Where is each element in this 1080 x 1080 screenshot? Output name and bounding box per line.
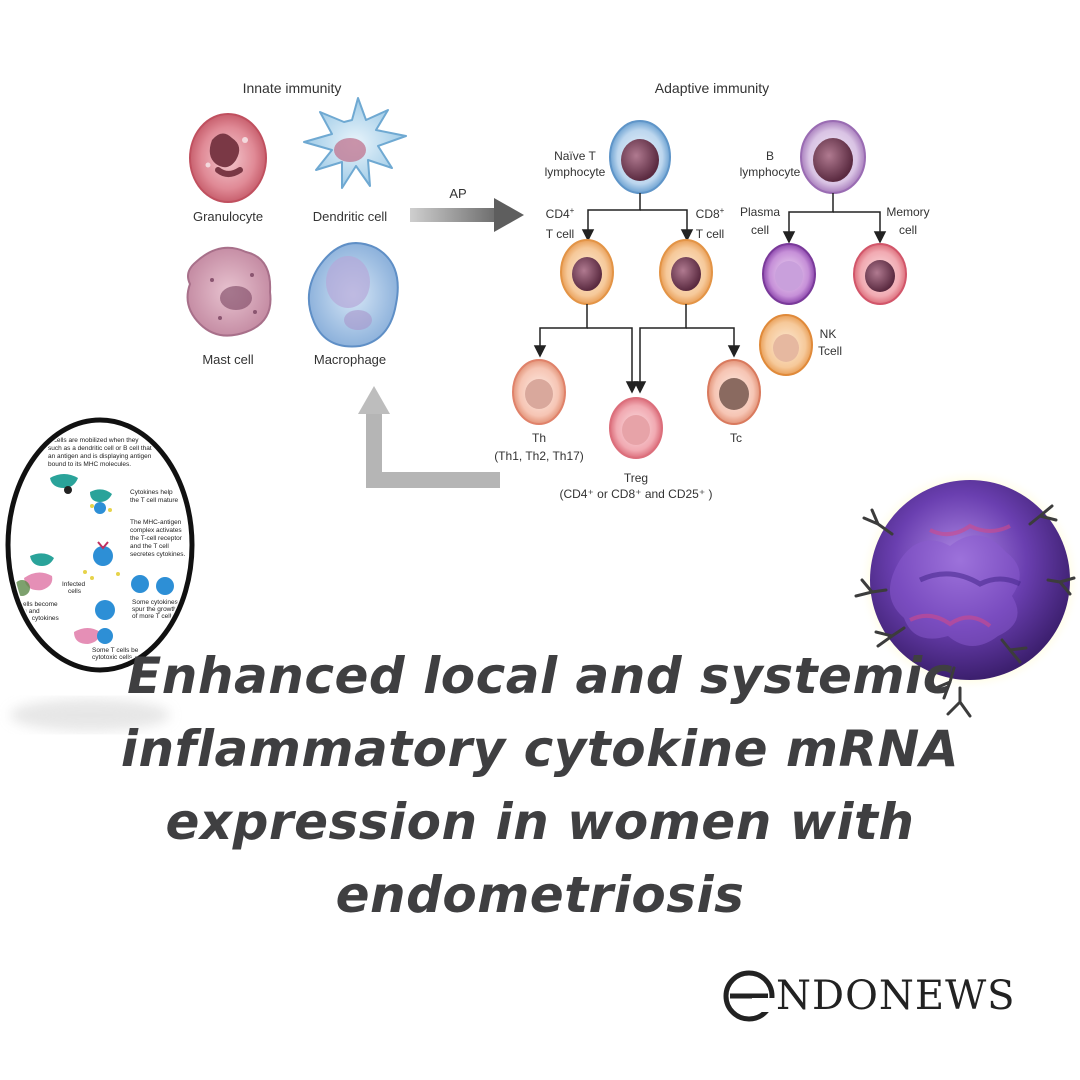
th-label-1: Th (532, 431, 546, 445)
svg-text:Cytokines help: Cytokines help (130, 489, 173, 496)
macrophage-cell (307, 242, 399, 348)
th-cell (512, 359, 566, 425)
svg-text:an antigen and is displaying a: an antigen and is displaying antigen (48, 453, 152, 460)
endonews-logo-mark-icon (723, 970, 776, 1022)
svg-text:T cells are mobilized when the: T cells are mobilized when they (48, 437, 139, 444)
antigen-presentation-arrow (410, 198, 524, 232)
svg-text:cytotoxic cells: cytotoxic cells (92, 654, 133, 661)
svg-text:The MHC-antigen: The MHC-antigen (130, 519, 182, 526)
b-lymphocyte-cell (800, 120, 866, 194)
cd4-label-1: CD4+ (546, 206, 575, 221)
svg-text:and other: and other (14, 643, 42, 650)
memory-cell (853, 243, 907, 305)
b-lymphocyte-label-1: B (766, 149, 774, 163)
svg-text:bound to its MHC molecules.: bound to its MHC molecules. (48, 461, 131, 468)
innate-immunity-title: Innate immunity (243, 80, 342, 96)
memory-label-2: cell (899, 223, 917, 237)
dendritic-cell (303, 97, 407, 189)
b-lymphocyte-label-2: lymphocyte (740, 165, 801, 179)
memory-label-1: Memory (886, 205, 929, 219)
cd8-label-1: CD8+ (696, 206, 725, 221)
tc-cell (707, 359, 761, 425)
svg-text:secretes cytokines.: secretes cytokines. (130, 551, 185, 558)
svg-text:Some cytokines: Some cytokines (132, 599, 179, 606)
svg-text:of more T cells: of more T cells (132, 613, 175, 620)
nk-label-1: NK (820, 327, 837, 341)
adaptive-immunity-title: Adaptive immunity (655, 80, 769, 96)
svg-text:T cells become: T cells become (14, 601, 58, 608)
svg-text:cells and: cells and (14, 608, 40, 615)
nk-label-2: Tcell (818, 344, 842, 358)
cd8-label-2: T cell (696, 227, 724, 241)
svg-text:the T cell mature: the T cell mature (130, 497, 179, 504)
dendritic-cell-label: Dendritic cell (313, 209, 388, 224)
virus-illustration (854, 468, 1080, 718)
svg-text:such as a dendritic cell or B: such as a dendritic cell or B cell that (48, 445, 152, 452)
headline-line-4: endometriosis (335, 866, 745, 924)
treg-label-2: (CD4⁺ or CD8⁺ and CD25⁺ ) (559, 487, 712, 501)
svg-text:the T-cell receptor: the T-cell receptor (130, 535, 183, 542)
svg-text:some cytokines: some cytokines (14, 615, 60, 622)
feedback-arrow (358, 386, 500, 488)
mast-cell (186, 246, 272, 337)
headline-line-3: expression in women with (165, 793, 915, 851)
svg-text:other: other (14, 636, 30, 643)
granulocyte-label: Granulocyte (193, 209, 263, 224)
headline: Enhanced local and systemic inflammatory… (60, 640, 1020, 932)
treg-label-1: Treg (624, 471, 648, 485)
endonews-logo-text: NDONEWS (776, 973, 1016, 1019)
ap-label: AP (449, 186, 466, 201)
naive-t-branch (581, 193, 694, 242)
endonews-logo: NDONEWS (722, 966, 1016, 1026)
macrophage-label: Macrophage (314, 352, 386, 367)
tc-label: Tc (730, 431, 742, 445)
svg-text:complex activates: complex activates (130, 527, 182, 534)
mast-cell-label: Mast cell (202, 352, 253, 367)
granulocyte-cell (189, 113, 267, 203)
treg-cell (609, 397, 663, 459)
plasma-cell (762, 243, 816, 305)
svg-text:Some T cells be: Some T cells be (92, 647, 139, 654)
shadow-smudge (10, 699, 170, 731)
naive-t-lymphocyte-cell (609, 120, 671, 194)
th-label-2: (Th1, Th2, Th17) (494, 449, 584, 463)
nk-t-cell (759, 314, 813, 376)
plasma-label-2: cell (751, 223, 769, 237)
svg-text:spur the growth: spur the growth (132, 606, 177, 613)
headline-line-2: inflammatory cytokine mRNA (120, 720, 960, 778)
cd8-t-cell (659, 239, 713, 305)
t-cell-activation-inset: T cells are mobilized when they such as … (5, 417, 195, 673)
svg-text:Infected: Infected (62, 581, 86, 588)
naive-t-label-1: Naïve T (554, 149, 596, 163)
svg-text:cells: cells (68, 588, 82, 595)
cd4-label-2: T cell (546, 227, 574, 241)
plasma-label-1: Plasma (740, 205, 780, 219)
effector-branch (533, 304, 741, 394)
svg-text:and the T cell: and the T cell (130, 543, 169, 550)
naive-t-label-2: lymphocyte (545, 165, 606, 179)
cd4-t-cell (560, 239, 614, 305)
headline-line-1: Enhanced local and systemic (127, 647, 953, 705)
b-branch (782, 193, 887, 244)
svg-text:cells: cells (14, 650, 28, 657)
